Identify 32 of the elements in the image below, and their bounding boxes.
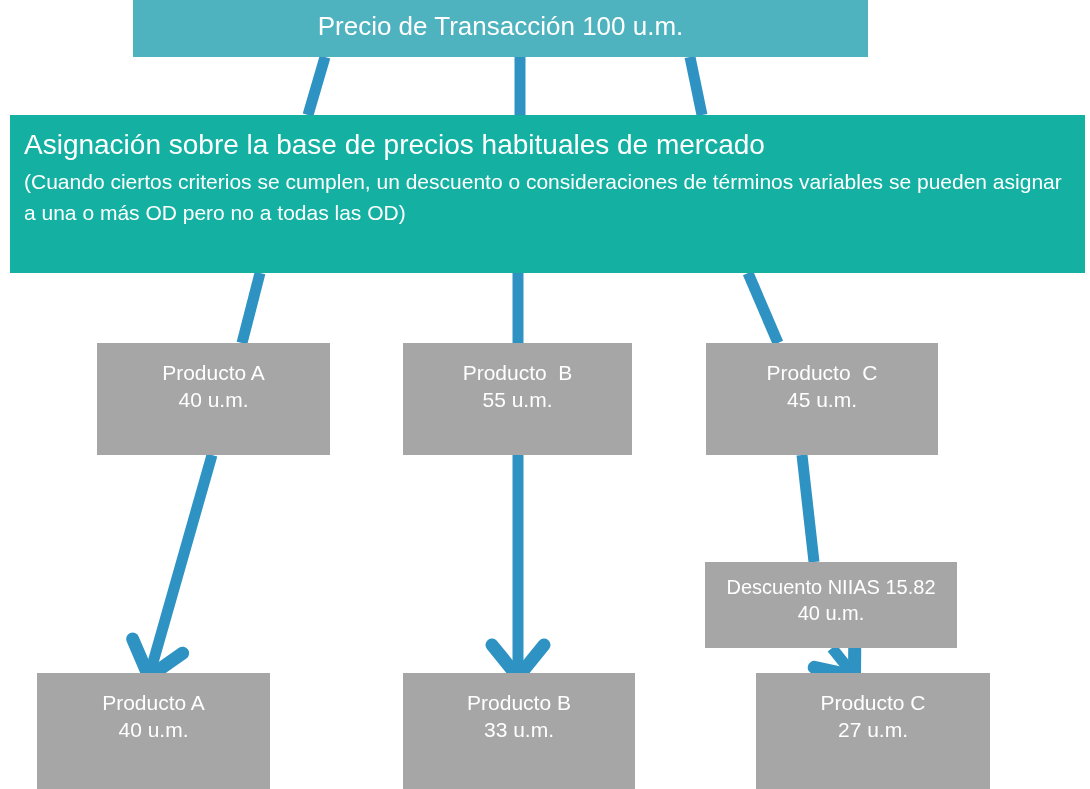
node-heading: Producto B <box>467 690 571 716</box>
node-text: (Cuando ciertos criterios se cumplen, un descuento o consideraciones de términos variables se pueden asignar a una o más OD pero no a todas las OD) <box>24 169 1063 226</box>
node-heading: Producto A <box>102 690 205 716</box>
product-box <box>97 343 330 455</box>
title-box <box>133 0 868 57</box>
node-heading: Precio de Transacción 100 u.m. <box>317 10 684 43</box>
connector-line <box>302 55 331 117</box>
node-text: 40 u.m. <box>118 717 189 744</box>
node-text: 27 u.m. <box>837 717 908 744</box>
node-heading: Producto C <box>766 360 878 386</box>
product-box <box>706 343 938 455</box>
node-text: 40 u.m. <box>797 601 865 626</box>
connector-line <box>512 273 524 343</box>
connector-line <box>684 55 708 117</box>
node-heading: Producto B <box>462 360 573 386</box>
discount-box <box>705 562 957 648</box>
connector-line <box>514 57 526 115</box>
node-heading: Asignación sobre la base de precios habituales de mercado <box>24 128 765 162</box>
product-box <box>403 343 632 455</box>
node-heading: Producto A <box>162 360 265 386</box>
node-text: 40 u.m. <box>178 387 249 414</box>
connector-line <box>796 454 820 563</box>
product-box <box>756 673 990 789</box>
product-box <box>403 673 635 789</box>
banner-box <box>10 115 1085 273</box>
node-heading: Producto C <box>820 690 926 716</box>
node-text: 55 u.m. <box>482 387 553 414</box>
node-text: 45 u.m. <box>786 387 857 414</box>
node-heading: Descuento NIIAS 15.82 <box>726 575 936 600</box>
product-box <box>37 673 270 789</box>
connector-line <box>236 271 266 345</box>
node-text: 33 u.m. <box>483 717 554 744</box>
